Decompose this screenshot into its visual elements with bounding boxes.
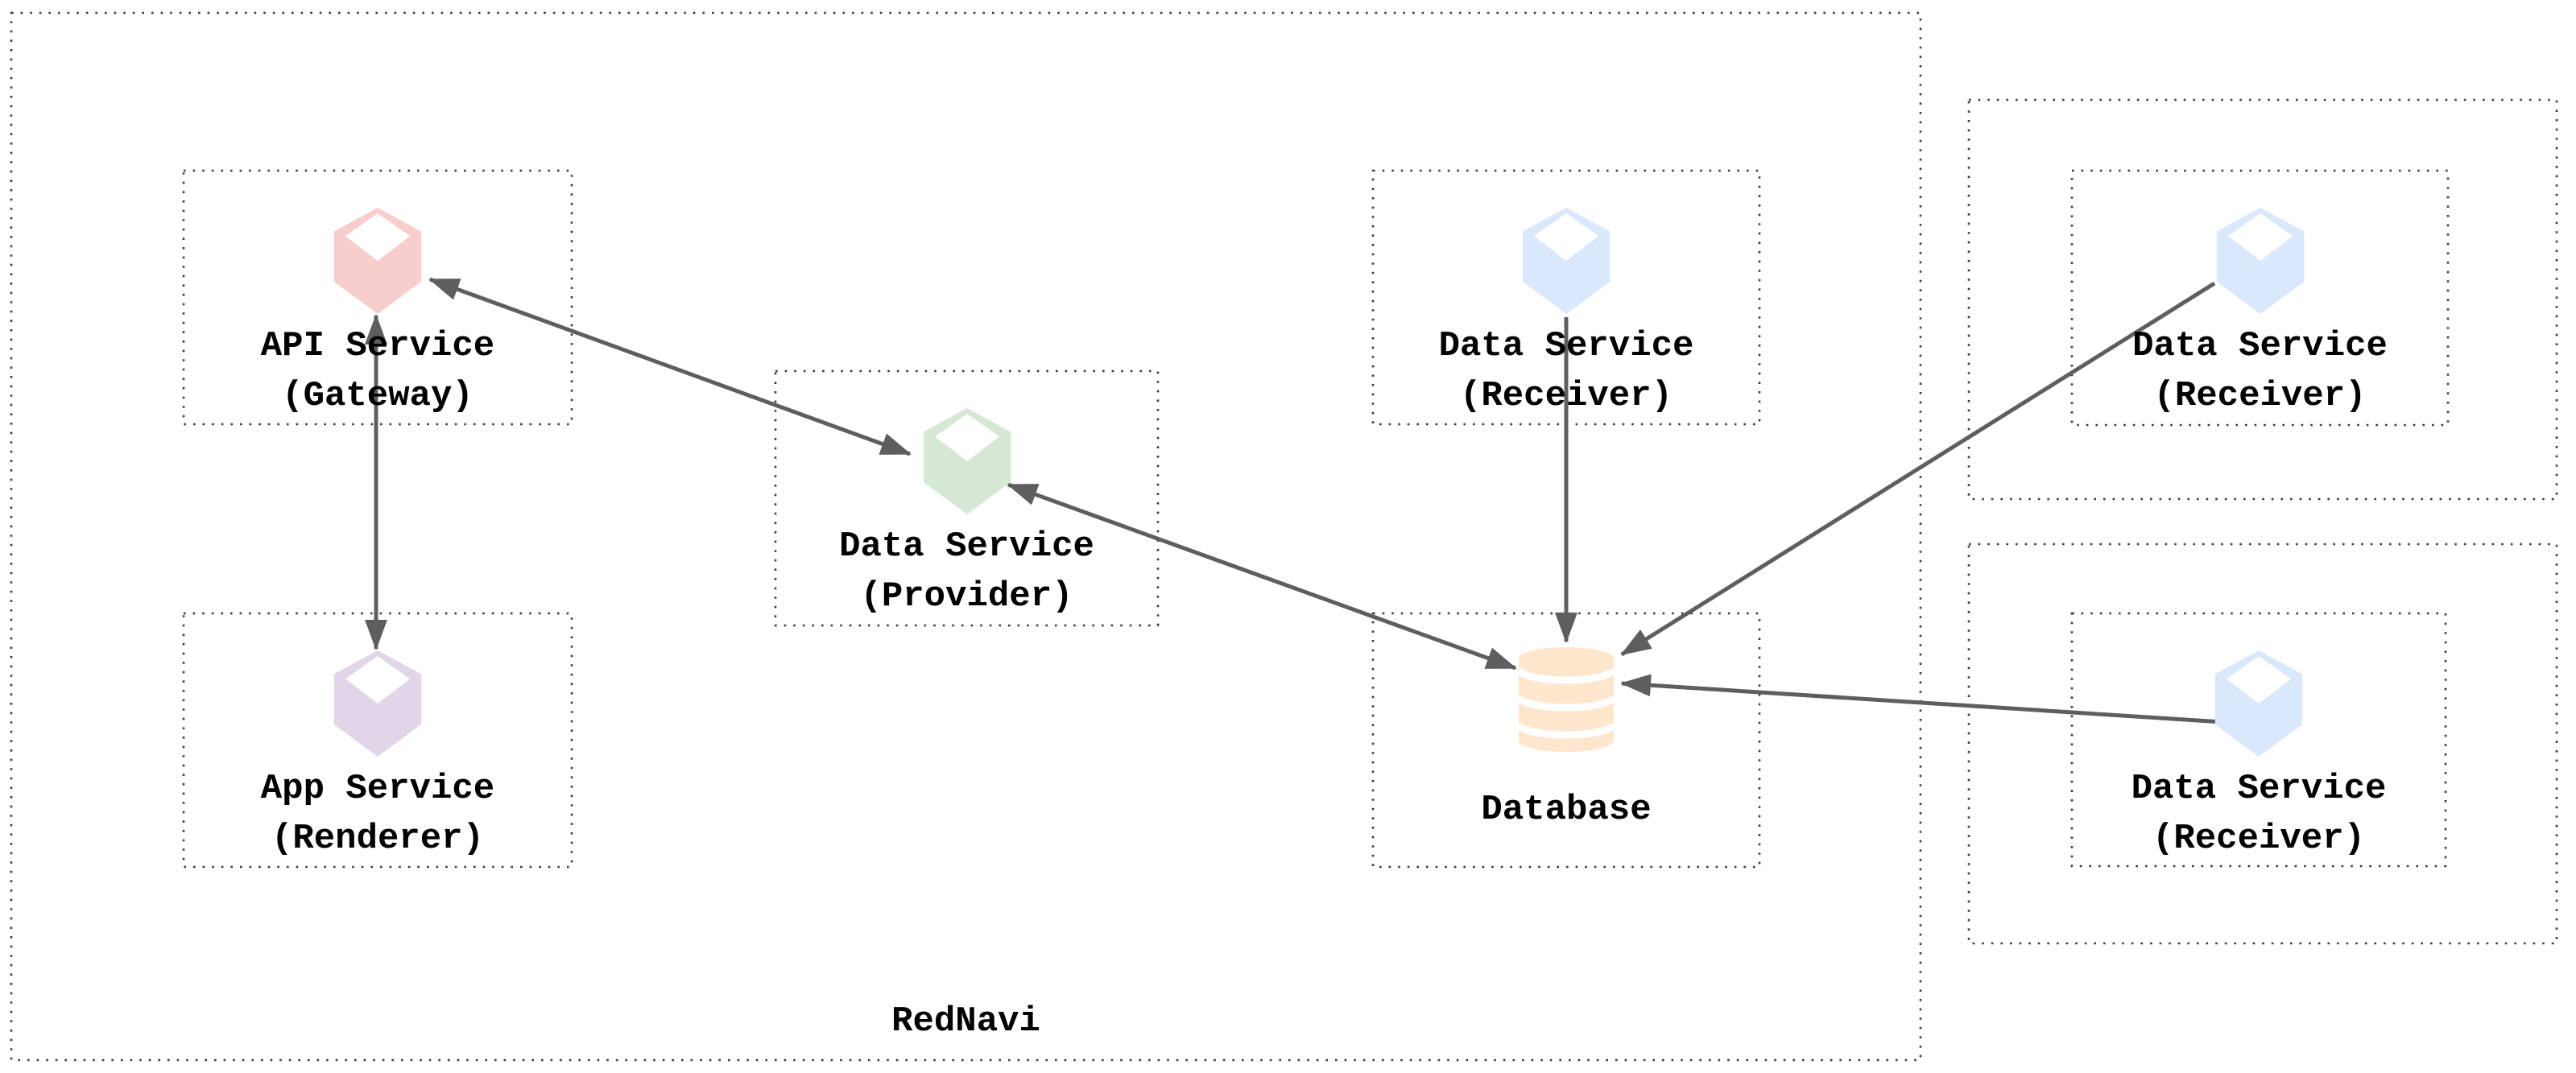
node-database: Database	[1373, 613, 1759, 867]
node-title: Data Service	[2132, 326, 2388, 366]
bottom-right-cluster-border	[1967, 543, 2558, 945]
database-icon	[1518, 647, 1615, 752]
edge-provider-database	[1007, 482, 1517, 671]
node-subtitle: (Gateway)	[282, 376, 473, 416]
data-service-receiver-top-right-box-border	[2070, 169, 2450, 427]
cube-icon	[333, 208, 422, 314]
cube-icon	[333, 650, 422, 757]
cube-icon	[2216, 208, 2304, 314]
database-box-border	[1371, 612, 1761, 869]
node-app-service: App Service (Renderer)	[184, 613, 572, 867]
node-subtitle: (Receiver)	[1459, 376, 1673, 416]
node-subtitle: (Renderer)	[271, 819, 485, 859]
edge-receiver-bottom-right-database	[1620, 674, 2223, 724]
node-api-service: API Service (Gateway)	[184, 171, 572, 424]
edge-receiver-top-right-database	[1620, 281, 2216, 657]
node-data-service-provider: Data Service (Provider)	[775, 371, 1158, 625]
rednavi-container-border	[10, 11, 1922, 1062]
node-data-service-receiver-top-right: Data Service (Receiver)	[2072, 171, 2448, 425]
node-subtitle: (Provider)	[860, 576, 1073, 617]
container-rednavi: RedNavi	[11, 13, 1921, 1060]
node-subtitle: (Receiver)	[2153, 376, 2367, 416]
cube-icon	[2214, 650, 2303, 757]
node-title: Data Service	[839, 526, 1094, 567]
rednavi-label: RedNavi	[891, 1001, 1040, 1042]
edge-api-provider	[428, 277, 912, 456]
node-data-service-receiver-bottom-right: Data Service (Receiver)	[2072, 613, 2446, 866]
node-title: Data Service	[2131, 769, 2387, 809]
node-data-service-receiver-central: Data Service (Receiver)	[1373, 171, 1759, 424]
top-right-cluster-border	[1967, 98, 2558, 501]
data-service-receiver-bottom-right-box-border	[2070, 612, 2447, 868]
node-title: App Service	[260, 769, 495, 809]
app-service-box-border	[182, 612, 573, 869]
node-subtitle: (Receiver)	[2152, 819, 2366, 859]
node-title: Data Service	[1438, 326, 1694, 366]
node-title: Database	[1481, 790, 1652, 830]
cube-icon	[1522, 208, 1611, 314]
cube-icon	[923, 408, 1011, 514]
node-title: API Service	[260, 326, 495, 366]
